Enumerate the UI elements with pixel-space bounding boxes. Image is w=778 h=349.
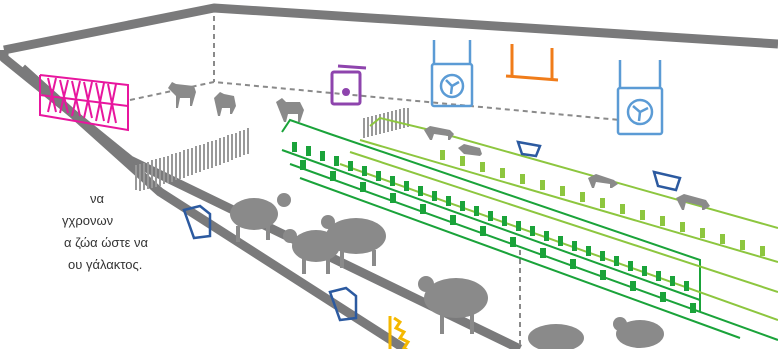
animals [168,82,710,349]
fan-icon [618,60,662,134]
caption-line: γχρονων [0,210,165,232]
fan-icon [432,40,472,106]
caption-line: α ζώα ώστε να [0,232,165,254]
milking-cups-light [440,150,765,256]
hay-rack-icon [40,75,128,130]
caption-text: να γχρονων α ζώα ώστε να ου γάλακτος. [0,188,165,276]
heater-icon [332,66,366,104]
caption-line: να [0,188,165,210]
fence [136,108,408,191]
caption-line: ου γάλακτος. [0,254,165,276]
lamp-icon [506,44,558,80]
